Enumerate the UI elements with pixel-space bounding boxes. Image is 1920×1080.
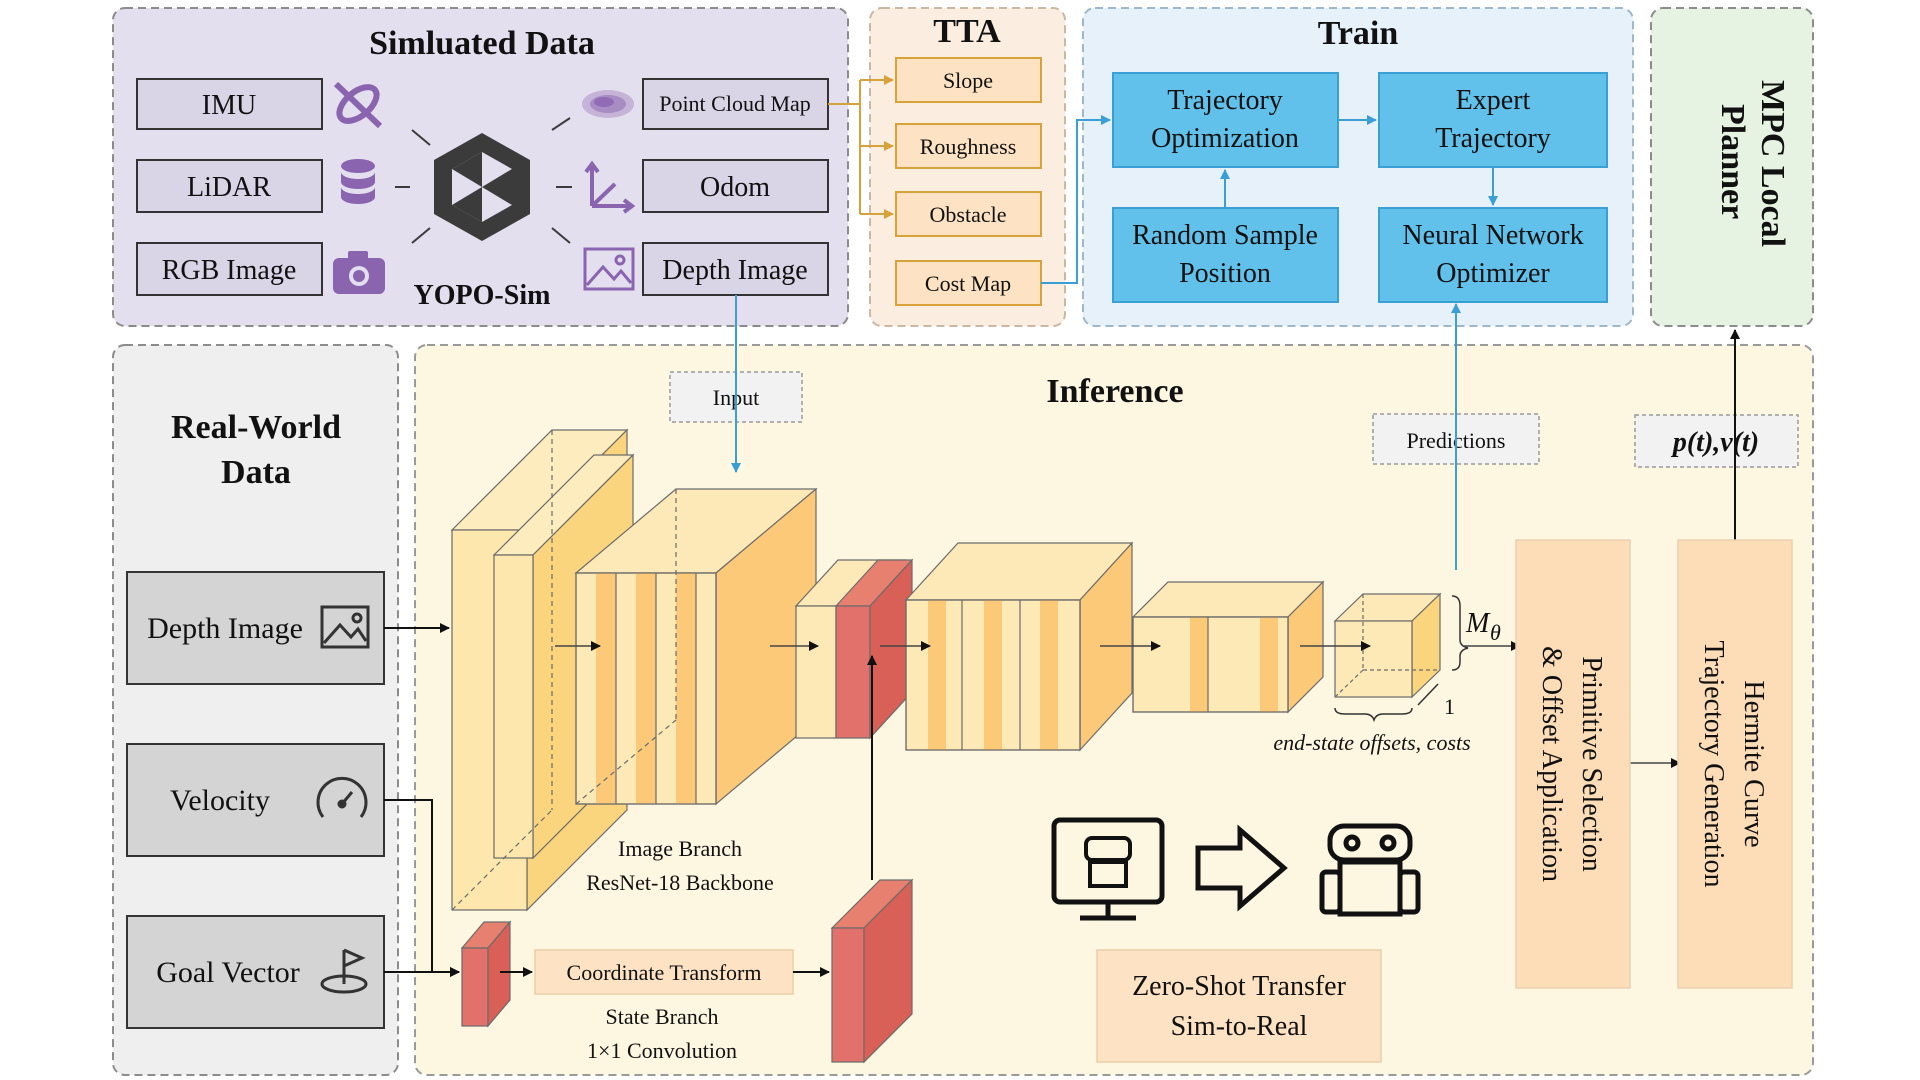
tta-slope-box: [895, 57, 1042, 103]
random-sample-line2: Position: [1179, 258, 1271, 289]
state-branch-line1: State Branch: [605, 1004, 718, 1029]
train-arrows: [1041, 115, 1498, 284]
hermite-box: [1677, 539, 1793, 989]
database-icon: [341, 159, 375, 204]
primitive-box: [1515, 539, 1631, 989]
real-title-line2: Data: [221, 454, 291, 491]
random-sample-line1: Random Sample: [1132, 220, 1318, 251]
tta-input-arrows: [828, 75, 894, 219]
coord-transform-box: [534, 949, 794, 995]
state-branch-small-block: [460, 920, 512, 1028]
expert-traj-line2: Trajectory: [1435, 123, 1551, 154]
nn-optimizer-box: [1378, 207, 1608, 303]
train-title: Train: [1318, 15, 1399, 52]
velocity-label: Velocity: [170, 784, 270, 817]
real-depth-label: Depth Image: [147, 612, 303, 645]
primitive-line1: Primitive Selection: [1576, 656, 1607, 871]
image-branch-line2: ResNet-18 Backbone: [586, 870, 774, 895]
random-sample-box: [1112, 207, 1339, 303]
camera-icon: [333, 251, 385, 294]
m-theta-label: M: [1465, 608, 1491, 639]
mpc-panel: [1650, 7, 1814, 327]
output-cube: [1333, 592, 1442, 699]
transfer-arrow-icon: [1195, 824, 1288, 912]
resnet-block-1: [574, 487, 818, 806]
real-world-panel: [112, 344, 399, 1076]
image-icon: [583, 247, 635, 291]
lidar-label: LiDAR: [187, 172, 271, 203]
lidar-box: [136, 159, 323, 213]
goal-vector-box: [126, 915, 385, 1029]
backbone-arrows: [555, 641, 1681, 768]
tta-roughness-box: [895, 123, 1042, 169]
sim-depth-box: [642, 242, 829, 296]
resnet-block-4: [1131, 580, 1325, 714]
rgb-box: [136, 242, 323, 296]
coord-transform-label: Coordinate Transform: [567, 960, 762, 985]
traj-opt-line2: Optimization: [1151, 123, 1299, 154]
point-cloud-icon: [582, 90, 634, 118]
hermite-line1: Hermite Curve: [1738, 680, 1769, 847]
tta-slope-label: Slope: [943, 68, 993, 93]
odom-label: Odom: [700, 172, 770, 203]
unity-logo-icon: [434, 133, 530, 241]
goal-flag-icon: [320, 948, 368, 994]
m-theta-sub: θ: [1490, 620, 1501, 645]
traj-opt-box: [1112, 72, 1339, 168]
nn-optimizer-line2: Optimizer: [1436, 258, 1550, 289]
tta-title: TTA: [933, 13, 1001, 50]
engine-label: YOPO-Sim: [414, 280, 551, 311]
mpc-title-line2: Planner: [1714, 104, 1751, 219]
point-cloud-label: Point Cloud Map: [659, 91, 811, 116]
real-data-arrows: [384, 623, 877, 977]
state-branch-big-block: [830, 878, 914, 1064]
zero-shot-line2: Sim-to-Real: [1171, 1011, 1308, 1042]
resnet-block-3: [904, 541, 1134, 752]
rgb-label: RGB Image: [162, 255, 297, 286]
sim-title: Simluated Data: [369, 25, 595, 62]
imu-box: [136, 78, 323, 130]
hermite-line2: Trajectory Generation: [1698, 641, 1729, 888]
sim-depth-label: Depth Image: [662, 255, 807, 286]
end-state-label: end-state offsets, costs: [1273, 730, 1470, 755]
expert-traj-line1: Expert: [1456, 85, 1531, 116]
hub-connectors: [395, 117, 572, 244]
resnet-block-2: [794, 558, 914, 740]
tta-obstacle-label: Obstacle: [930, 202, 1007, 227]
nn-optimizer-line1: Neural Network: [1402, 220, 1583, 251]
imu-label: IMU: [202, 90, 256, 121]
expert-traj-box: [1378, 72, 1608, 168]
one-label: 1: [1444, 694, 1455, 719]
pv-tag: [1634, 414, 1799, 468]
real-title-line1: Real-World: [171, 409, 341, 446]
imu-icon: [333, 81, 383, 129]
goal-vector-label: Goal Vector: [156, 956, 300, 989]
tta-obstacle-box: [895, 191, 1042, 237]
inference-title: Inference: [1046, 373, 1183, 410]
speedometer-icon: [316, 776, 368, 818]
axes-icon: [584, 160, 636, 214]
state-branch-line2: 1×1 Convolution: [587, 1038, 737, 1063]
monitor-robot-icon: [1051, 817, 1165, 921]
zero-shot-line1: Zero-Shot Transfer: [1132, 971, 1347, 1002]
primitive-line2: & Offset Application: [1536, 646, 1567, 882]
tta-roughness-label: Roughness: [920, 134, 1017, 159]
robot-icon: [1319, 823, 1421, 917]
zero-shot-box: [1096, 949, 1382, 1063]
tta-costmap-label: Cost Map: [925, 271, 1011, 296]
mpc-title-line1: MPC Local: [1754, 80, 1791, 247]
pv-label: p(t),v(t): [1671, 427, 1759, 458]
output-braces: [1334, 595, 1469, 723]
traj-opt-line1: Trajectory: [1167, 85, 1283, 116]
image-branch-line1: Image Branch: [618, 836, 742, 861]
odom-box: [642, 159, 829, 213]
real-depth-image-icon: [320, 605, 370, 649]
